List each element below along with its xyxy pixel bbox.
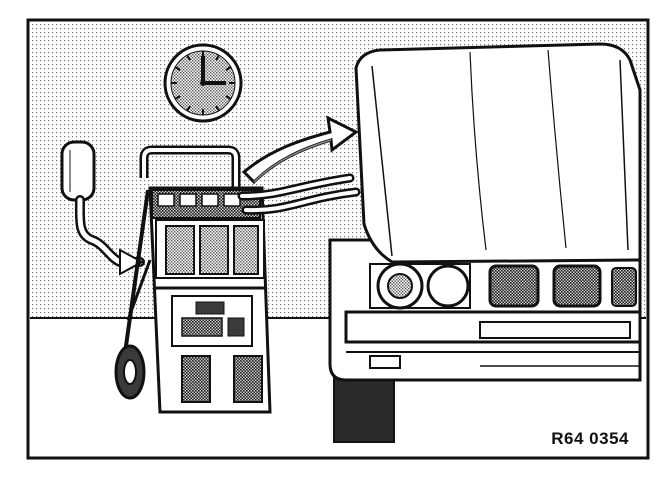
clock-icon	[163, 43, 243, 123]
car-front-icon	[328, 42, 642, 443]
vacuum-gauge-icon	[60, 140, 96, 202]
hose-icon	[237, 173, 361, 215]
flow-arrow-icon	[119, 248, 145, 276]
ac-service-station-icon	[114, 145, 272, 414]
flow-arrow-icon	[241, 115, 359, 185]
hose-icon	[74, 195, 145, 267]
figure-reference-code: R64 0354	[548, 430, 632, 448]
